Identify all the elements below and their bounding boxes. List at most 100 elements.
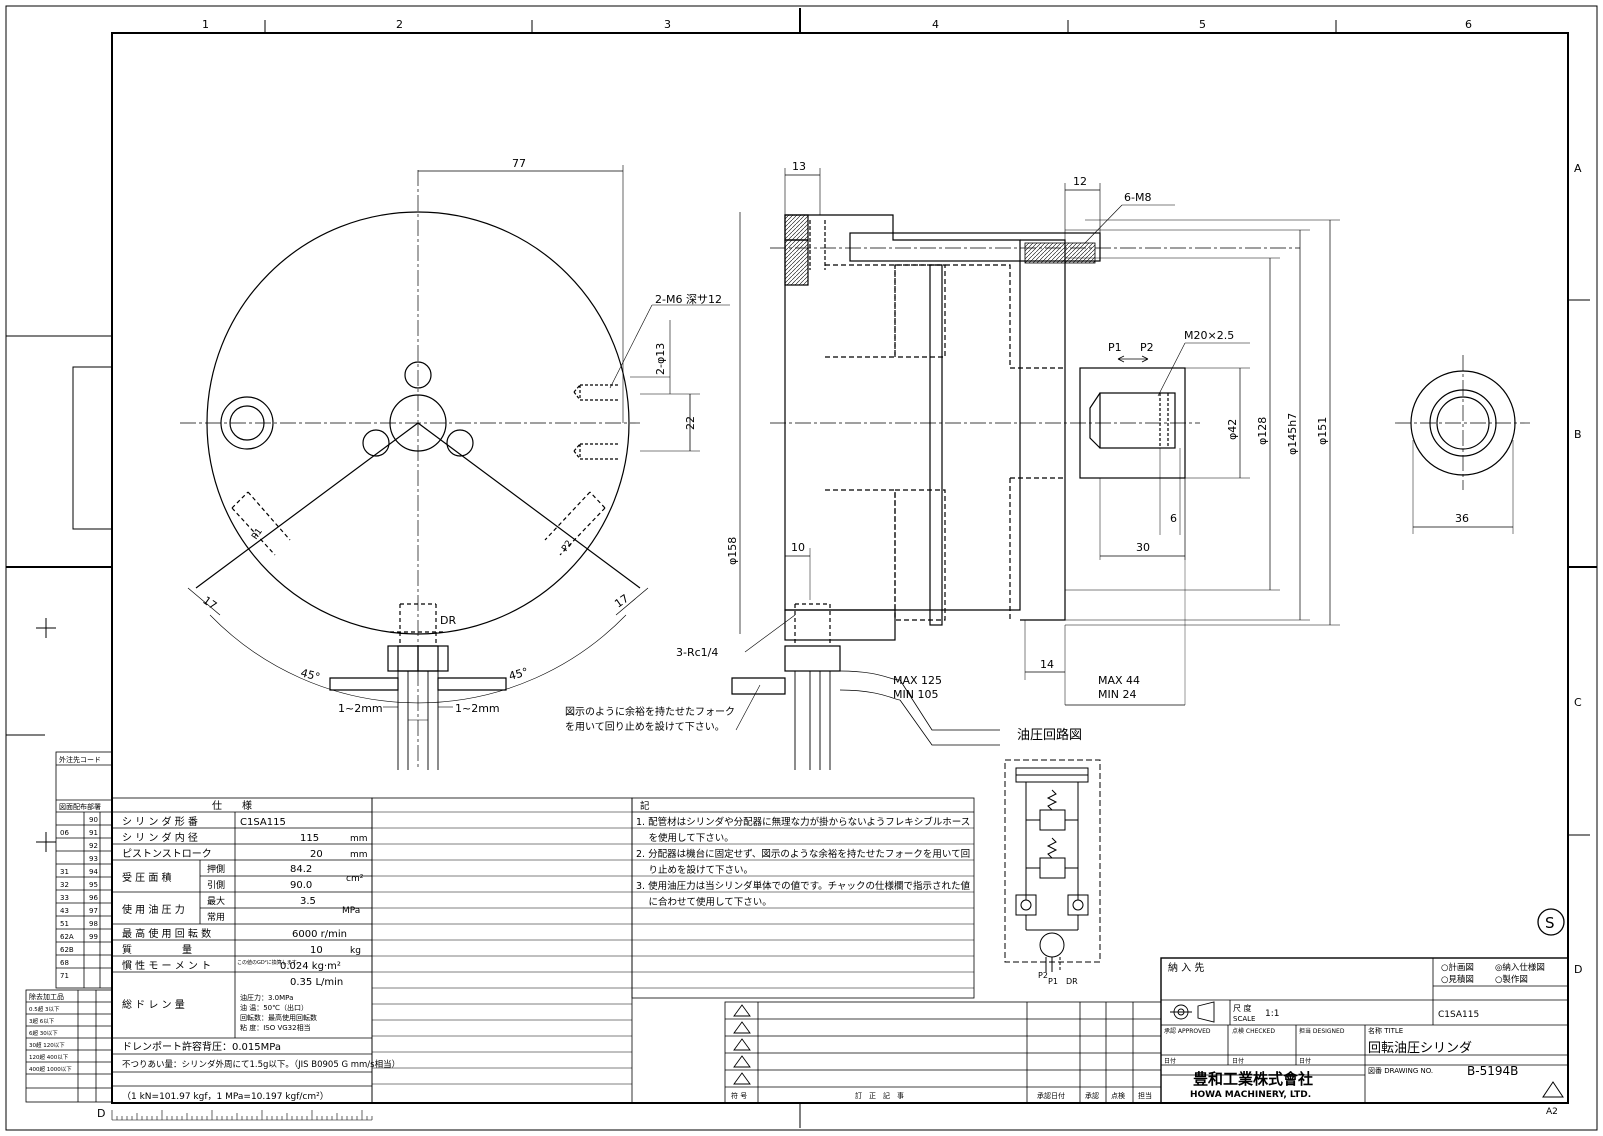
label-6-m8: 6-M8	[1124, 191, 1151, 204]
tb-check-plan: ○計画図	[1441, 962, 1474, 973]
s-mark	[1537, 908, 1565, 936]
dim-36: 36	[1455, 512, 1469, 525]
spec-area-push-val: 84.2	[290, 864, 312, 875]
notes-block: 記 1. 配管材はシリンダや分配器に無理な力が掛からないようフレキシブルホース …	[636, 800, 971, 908]
tb-scale-val: 1:1	[1265, 1009, 1279, 1019]
hydraulic-circuit	[1004, 759, 1101, 972]
code-68: 68	[60, 959, 69, 967]
tb-model: C1SA115	[1438, 1010, 1479, 1020]
dim-12: 12	[1073, 175, 1087, 188]
title-block-grid	[1160, 957, 1569, 1104]
zone-col-1: 1	[202, 18, 209, 31]
spec-pressure-max: 最大	[207, 895, 225, 907]
spec-model-label: シ リ ン ダ 形 番	[122, 815, 198, 828]
tol-row-5: 120超 400以下	[29, 1053, 69, 1061]
spec-pressure-max-val: 3.5	[300, 896, 316, 907]
code-33: 33	[60, 894, 69, 902]
dia-151: φ151	[1316, 417, 1329, 445]
title-triangle	[1542, 1081, 1564, 1098]
label-dr: DR	[440, 614, 456, 627]
dim-6: 6	[1170, 512, 1177, 525]
spec-stroke-value: 20	[310, 849, 323, 860]
code-51: 51	[60, 920, 69, 928]
note-line-6: に合わせて使用して下さい。	[636, 896, 772, 908]
spec-inertia-note: この値のGD²に換算します。	[237, 959, 301, 966]
zone-col-2: 2	[396, 18, 403, 31]
spec-table-lines	[372, 811, 974, 1085]
spec-header: 仕 様	[212, 799, 252, 812]
reg-mark-2	[36, 832, 56, 852]
label-tapped-holes: 2-M6 深サ12	[655, 293, 722, 306]
fork-note-2: を用いて回り止めを設けて下さい。	[565, 720, 725, 733]
spec-area-push: 押側	[207, 863, 225, 875]
zone-col-4: 4	[932, 18, 939, 31]
num-91: 91	[89, 829, 98, 837]
spec-table-grid	[111, 797, 975, 1104]
tb-drawing-no: B-5194B	[1467, 1064, 1518, 1078]
projection-symbol	[1170, 1001, 1215, 1023]
rev-symbol: 符 号	[731, 1091, 747, 1100]
note-line-2: を使用して下さい。	[636, 832, 734, 844]
code-06: 06	[60, 829, 69, 837]
spec-stroke-label: ピストンストローク	[122, 848, 212, 860]
label-side-p2: P2	[1140, 341, 1154, 354]
tol-row-4: 30超 120以下	[29, 1041, 65, 1049]
label-max-44: MAX 44	[1098, 674, 1140, 687]
angle-45-left: 45°	[299, 666, 321, 684]
left-column-labels: 外注先コード 図面配布部署 90 91 92 93 94 95 96 97 98…	[29, 755, 101, 1073]
note-line-5: 3. 使用油圧力は当シリンダ単体での値です。チャックの仕様欄で指示された値	[636, 880, 971, 892]
label-rc: 3-Rc1/4	[676, 646, 718, 659]
spec-drain-cond-4: 粘 度：ISO VG32相当	[240, 1023, 311, 1032]
spec-inertia-label: 慣 性 モ ー メ ン ト	[122, 959, 211, 972]
num-99: 99	[89, 933, 98, 941]
spec-speed-val: 6000 r/min	[292, 929, 347, 940]
code-62a: 62A	[60, 933, 74, 941]
num-93: 93	[89, 855, 98, 863]
distribution-label: 図面配布部署	[59, 802, 101, 811]
spec-drain-val: 0.35 L/min	[290, 977, 343, 988]
tb-company-jp: 豊和工業株式會社	[1193, 1070, 1313, 1088]
revision-triangles	[733, 1004, 751, 1085]
spec-inertia-val: 0.024 kg·m²	[280, 961, 341, 972]
rev-check: 点検	[1111, 1091, 1125, 1100]
code-43: 43	[60, 907, 69, 915]
spec-speed-label: 最 高 使 用 回 転 数	[122, 927, 211, 940]
zone-labels: 1 2 3 4 5 6 A B C D	[202, 18, 1582, 976]
tb-company-en: HOWA MACHINERY, LTD.	[1190, 1090, 1311, 1100]
tb-title-value: 回転油圧シリンダ	[1368, 1041, 1472, 1056]
dia-128: φ128	[1256, 417, 1269, 445]
spec-drain-label: 総 ド レ ン 量	[122, 998, 185, 1011]
zone-col-5: 5	[1199, 18, 1206, 31]
label-m20: M20×2.5	[1184, 329, 1234, 342]
num-95: 95	[89, 881, 98, 889]
end-view	[1395, 355, 1530, 534]
zone-row-a: A	[1574, 162, 1582, 175]
tol-row-1: 0.5超 3以下	[29, 1005, 60, 1013]
zone-row-b: B	[1574, 428, 1582, 441]
spec-mass-val: 10	[310, 945, 323, 956]
spec-area-pull-val: 90.0	[290, 880, 312, 891]
reg-mark-1	[36, 618, 56, 638]
side-view	[731, 168, 1340, 770]
note-line-3: 2. 分配器は機台に固定せず、図示のような余裕を持たせたフォークを用いて回	[636, 848, 970, 860]
spec-drain-cond-2: 油 温：50℃（出口）	[240, 1003, 308, 1012]
tb-date-3: 日付	[1299, 1057, 1311, 1065]
dim-77: 77	[512, 157, 526, 170]
zone-row-c: C	[1574, 696, 1582, 709]
label-side-p1: P1	[1108, 341, 1122, 354]
dia-158: φ158	[726, 537, 739, 565]
left-columns	[25, 751, 113, 1103]
spec-stroke-unit: mm	[350, 850, 368, 860]
num-94: 94	[89, 868, 98, 876]
tb-checked: 点検 CHECKED	[1232, 1027, 1275, 1035]
circuit-title: 油圧回路図	[1017, 727, 1082, 743]
tb-destination: 納 入 先	[1168, 961, 1204, 974]
spec-bore-label: シ リ ン ダ 内 径	[122, 831, 198, 844]
zone-ticks	[6, 8, 1597, 1128]
spec-area-unit: cm²	[346, 874, 364, 884]
spec-mass-label: 質 量	[122, 943, 192, 956]
notes-header: 記	[640, 800, 650, 812]
spec-drain-cond-3: 回転数：最高使用回転数	[240, 1013, 317, 1022]
tb-title-label: 名称 TITLE	[1368, 1026, 1403, 1035]
